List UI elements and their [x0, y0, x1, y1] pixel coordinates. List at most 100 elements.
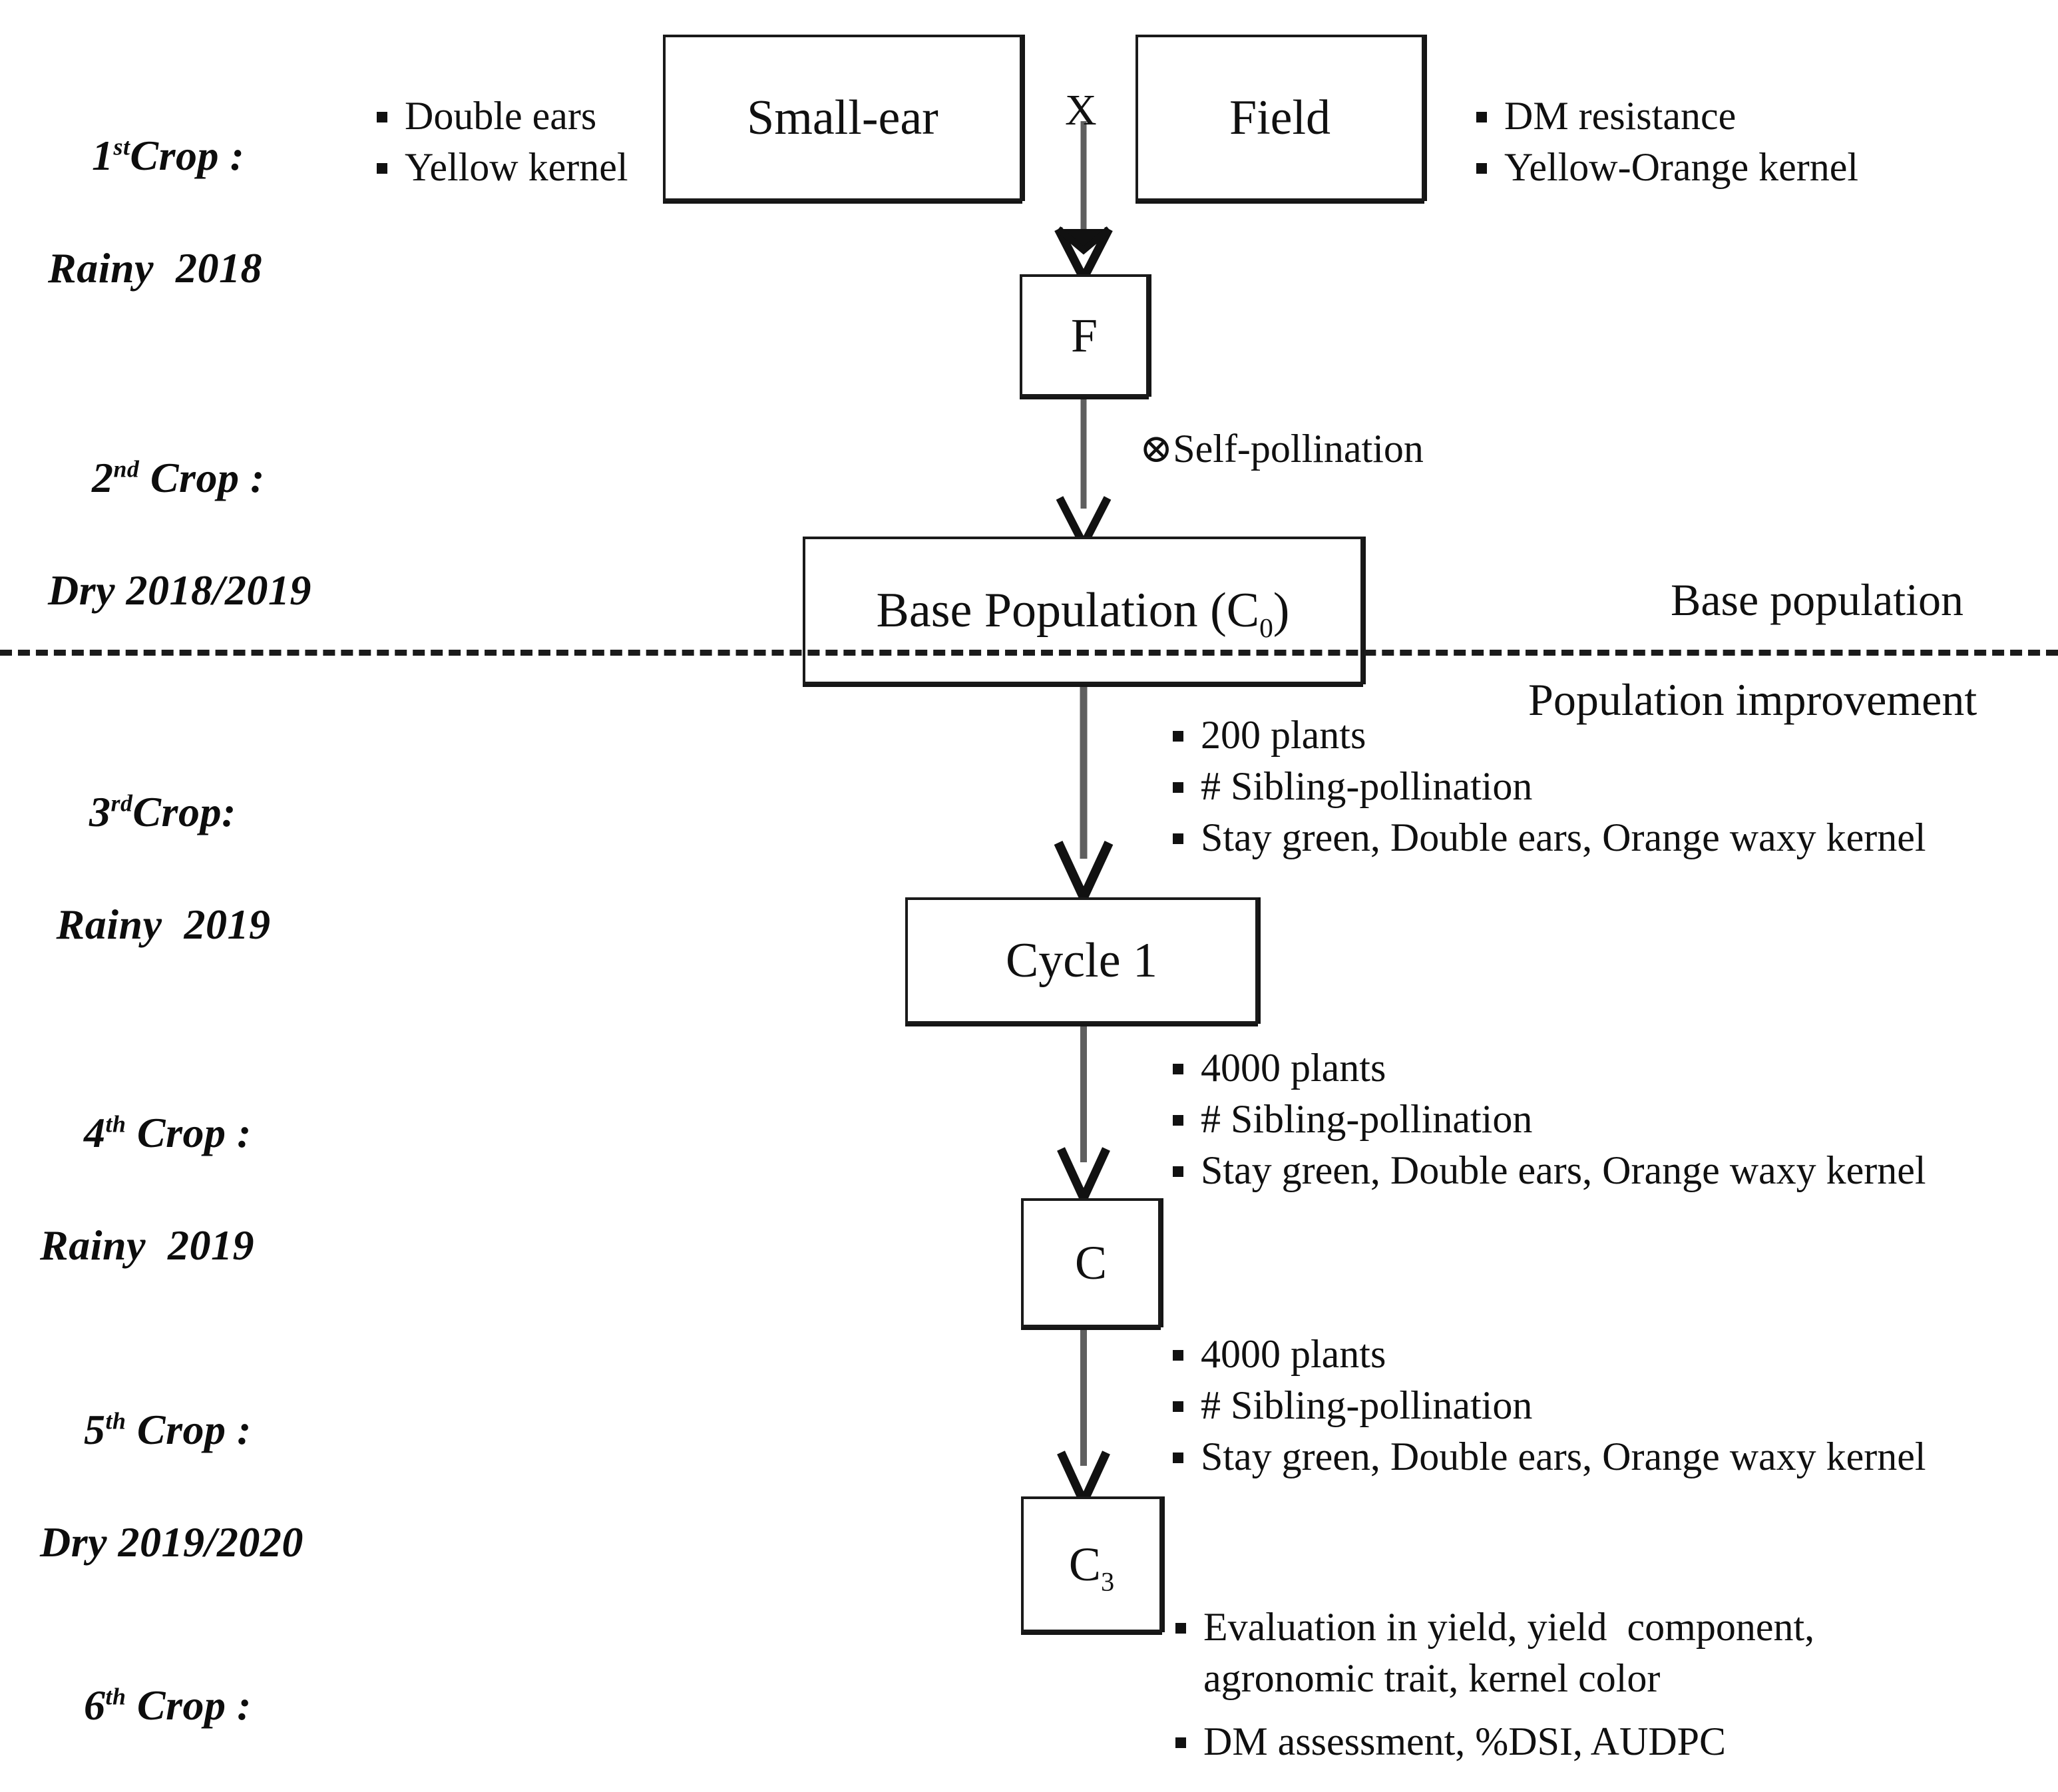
stage-3-word: Crop: [132, 788, 236, 836]
list-item: Stay green, Double ears, Orange waxy ker… [1173, 812, 2038, 863]
bullet-square-icon [1173, 1452, 1183, 1463]
arrow-cycle1-to-c2 [1057, 1024, 1110, 1202]
stage-1-word: Crop : [130, 132, 245, 180]
node-label: Cycle 1 [1005, 933, 1158, 988]
self-pollination-text: ⊗Self-pollination [1139, 427, 1424, 471]
cycle-notes-2: 4000 plants # Sibling-pollination Stay g… [1173, 1042, 2038, 1196]
stage-3-ordinal: 3 [89, 788, 111, 836]
node-cycle-1[interactable]: Cycle 1 [905, 897, 1258, 1024]
note-text: # Sibling-pollination [1201, 1383, 1533, 1427]
cross-symbol-text: X [1065, 86, 1097, 134]
bullet-square-icon [1173, 1401, 1183, 1412]
node-label-text: F [1070, 309, 1098, 362]
list-item: 4000 plants [1173, 1329, 2038, 1380]
trait-text: Yellow kernel [405, 144, 628, 189]
list-item: DM assessment, %DSI, AUDPC [1175, 1716, 2047, 1767]
arrow-base-population-to-cycle1 [1054, 684, 1114, 901]
bullet-square-icon [1173, 1166, 1183, 1177]
node-label: C3 [1068, 1538, 1114, 1595]
list-item: Double ears [377, 91, 656, 142]
divider-label-above-text: Base population [1671, 574, 1964, 625]
node-label: Base Population (C0) [876, 583, 1290, 642]
stage-5-suffix: th [105, 1408, 126, 1435]
note-text: Stay green, Double ears, Orange waxy ker… [1201, 815, 1926, 859]
section-divider [0, 650, 2058, 656]
list-item: 4000 plants [1173, 1042, 2038, 1094]
bullet-square-icon [1476, 162, 1487, 174]
node-field[interactable]: Field [1135, 35, 1424, 201]
stage-6-suffix: th [105, 1683, 126, 1711]
list-item: 200 plants [1173, 710, 2038, 761]
node-label-text: Base Population (C [876, 583, 1260, 638]
stage-1-suffix: st [113, 134, 130, 161]
trait-text: DM resistance [1504, 94, 1737, 138]
stage-2-season: Dry 2018/2019 [48, 566, 311, 614]
list-item: # Sibling-pollination [1173, 1094, 2038, 1145]
note-text: # Sibling-pollination [1201, 1096, 1533, 1141]
node-label-subscript: 0 [1259, 612, 1273, 643]
stage-label-4: 4th Crop : Rainy 2019 [40, 1049, 254, 1387]
stage-4-season: Rainy 2019 [40, 1222, 254, 1269]
note-text: DM assessment, %DSI, AUDPC [1203, 1719, 1727, 1763]
bullet-square-icon [1175, 1623, 1186, 1634]
node-label: Field [1229, 91, 1331, 145]
bullet-square-icon [1173, 833, 1183, 844]
stage-5-season: Dry 2019/2020 [40, 1518, 304, 1566]
divider-label-below-text: Population improvement [1528, 674, 1977, 725]
note-text: Evaluation in yield, yield component, ag… [1203, 1605, 1815, 1700]
node-f1[interactable]: F [1020, 274, 1149, 397]
node-label-subscript: 3 [1100, 1566, 1115, 1597]
note-text: Stay green, Double ears, Orange waxy ker… [1201, 1434, 1926, 1478]
divider-label-base-population: Base population [1671, 574, 1963, 626]
stage-label-6: 6th Crop : Rainy 2020 [40, 1622, 254, 1792]
stage-2-ordinal: 2 [92, 454, 114, 502]
list-item: Stay green, Double ears, Orange waxy ker… [1173, 1145, 2038, 1196]
self-pollination-label: ⊗Self-pollination [1139, 425, 1424, 473]
bullet-square-icon [1173, 1064, 1183, 1074]
arrow-parents-to-f1 [1054, 121, 1113, 281]
stage-5-ordinal: 5 [84, 1406, 106, 1454]
node-label: F [1071, 312, 1098, 359]
node-label: Small-ear [747, 91, 938, 145]
note-text: # Sibling-pollination [1201, 764, 1533, 808]
stage-2-suffix: nd [113, 456, 140, 483]
bullet-square-icon [1173, 782, 1183, 793]
bullet-square-icon [1476, 112, 1487, 122]
stage-6-word: Crop : [126, 1681, 252, 1729]
parent-left-traits: Double ears Yellow kernel [377, 91, 656, 193]
stage-4-ordinal: 4 [84, 1109, 106, 1157]
stage-1-season: Rainy 2018 [48, 244, 262, 292]
arrow-f1-to-base-population [1056, 397, 1112, 547]
list-item: DM resistance [1476, 91, 1955, 142]
bullet-square-icon [377, 162, 387, 174]
list-item: Yellow kernel [377, 142, 656, 193]
bullet-square-icon [1173, 1114, 1183, 1126]
node-label-tail: ) [1273, 583, 1290, 638]
divider-label-population-improvement: Population improvement [1528, 674, 1977, 726]
stage-label-5: 5th Crop : Dry 2019/2020 [40, 1346, 304, 1683]
list-item: # Sibling-pollination [1173, 761, 2038, 812]
trait-text: Double ears [405, 94, 597, 138]
bullet-square-icon [1175, 1737, 1186, 1748]
stage-3-suffix: rd [110, 790, 133, 817]
bullet-square-icon [1173, 731, 1183, 742]
bullet-square-icon [1173, 1350, 1183, 1361]
node-small-ear[interactable]: Small-ear [663, 35, 1022, 201]
note-text: 4000 plants [1201, 1046, 1386, 1090]
note-text: 4000 plants [1201, 1332, 1386, 1376]
node-label-text: C [1068, 1538, 1101, 1591]
list-item: Evaluation in yield, yield component, ag… [1175, 1602, 2047, 1704]
arrow-c2-to-c3 [1057, 1327, 1110, 1506]
node-cycle-3[interactable]: C3 [1021, 1496, 1162, 1632]
stage-label-2: 2nd Crop : Dry 2018/2019 [48, 394, 311, 732]
stage-4-suffix: th [105, 1111, 126, 1138]
list-item: # Sibling-pollination [1173, 1380, 2038, 1431]
stage-2-word: Crop : [139, 454, 265, 502]
stage-label-3: 3rdCrop: Rainy 2019 [45, 728, 270, 1066]
cycle-notes-1: 200 plants # Sibling-pollination Stay gr… [1173, 710, 2038, 863]
stage-5-word: Crop : [126, 1406, 252, 1454]
node-base-population[interactable]: Base Population (C0) [803, 537, 1363, 684]
stage-4-word: Crop : [126, 1109, 252, 1157]
node-cycle-2[interactable]: C [1021, 1198, 1161, 1327]
